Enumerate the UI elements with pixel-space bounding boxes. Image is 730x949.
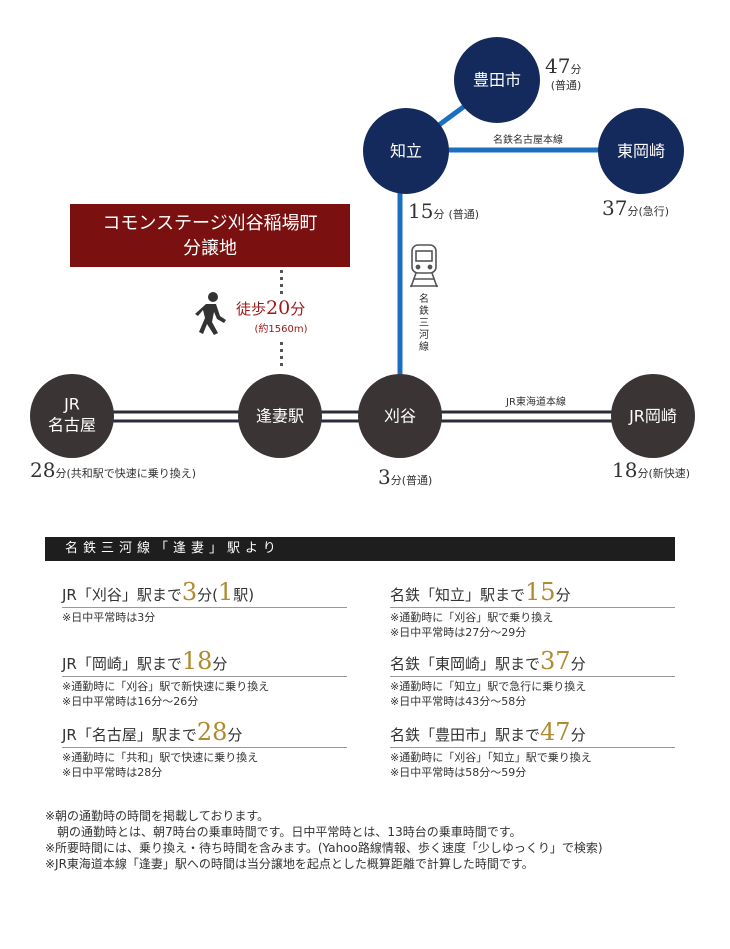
route-unit: 分 xyxy=(212,655,228,673)
section-title: 名鉄三河線「逢妻」駅より xyxy=(45,537,675,561)
route-note: ※通勤時に「刈谷」「知立」駅で乗り換え xyxy=(390,751,592,764)
svg-text:東岡崎: 東岡崎 xyxy=(617,142,665,161)
jr-tokaido-label: JR東海道本線 xyxy=(505,395,566,408)
footnote: ※所要時間には、乗り換え・待ち時間を含みます。(Yahoo路線情報、歩く速度「少… xyxy=(45,841,603,855)
route-heading: JR「刈谷」駅まで3分(1駅) xyxy=(62,578,347,608)
route-note: ※日中平常時は3分 xyxy=(62,611,156,624)
meitetsu-mikawa-char: 鉄 xyxy=(419,304,429,317)
station-okazaki: JR岡崎 xyxy=(611,374,695,458)
route-unit: 分 xyxy=(570,655,586,673)
time-nagoya: 28分(共和駅で快速に乗り換え) xyxy=(30,458,196,482)
route-note: ※日中平常時は27分～29分 xyxy=(390,626,527,639)
route-note: ※日中平常時は16分～26分 xyxy=(62,695,199,708)
route-note: ※通勤時に「知立」駅で急行に乗り換え xyxy=(390,680,587,693)
property-name: コモンステージ刈谷稲場町 xyxy=(102,212,318,234)
meitetsu-mikawa-char: 河 xyxy=(419,329,429,341)
route-prefix: 名鉄「豊田市」駅まで xyxy=(390,726,541,744)
station-toyotashi: 豊田市 xyxy=(454,37,540,123)
route-heading: JR「岡崎」駅まで18分 xyxy=(62,647,347,677)
walk-distance: (約1560m) xyxy=(255,322,308,335)
footnote: ※JR東海道本線「逢妻」駅への時間は当分譲地を起点とした概算距離で計算した時間で… xyxy=(45,857,534,871)
route-heading: 名鉄「豊田市」駅まで47分 xyxy=(390,718,675,748)
route-heading: 名鉄「東岡崎」駅まで37分 xyxy=(390,647,675,677)
route-unit: 分 xyxy=(570,726,586,744)
station-chiryu: 知立 xyxy=(363,108,449,194)
walk-path xyxy=(280,270,283,366)
station-higashiokazaki: 東岡崎 xyxy=(598,108,684,194)
route-unit: 分( xyxy=(197,586,218,604)
route-num: 15 xyxy=(525,578,556,606)
route-item: JR「岡崎」駅まで18分 ※通勤時に「刈谷」駅で新快速に乗り換え ※日中平常時は16… xyxy=(62,647,347,709)
route-note: ※日中平常時は28分 xyxy=(62,766,163,779)
svg-text:逢妻駅: 逢妻駅 xyxy=(256,407,304,426)
time-chiryu: 15分(普通) xyxy=(408,199,479,223)
route-item: JR「名古屋」駅まで28分 ※通勤時に「共和」駅で快速に乗り換え ※日中平常時は28… xyxy=(62,718,347,780)
route-prefix: 名鉄「知立」駅まで xyxy=(390,586,526,604)
route-suffix: 駅) xyxy=(233,586,255,604)
svg-text:名古屋: 名古屋 xyxy=(48,416,96,435)
route-item: 名鉄「知立」駅まで15分※通勤時に「刈谷」駅で乗り換え※日中平常時は27分～29… xyxy=(390,578,675,640)
route-num: 47 xyxy=(540,718,571,746)
meitetsu-mikawa-char: 三 xyxy=(419,318,429,329)
route-note: ※通勤時に「刈谷」駅で乗り換え xyxy=(390,611,554,624)
train-icon xyxy=(410,244,438,288)
time-kariya: 3分(普通) xyxy=(378,465,432,489)
svg-text:JR: JR xyxy=(63,395,80,414)
svg-text:知立: 知立 xyxy=(390,142,422,161)
footnotes: ※朝の通勤時の時間を掲載しております。 朝の通勤時とは、朝7時台の乗車時間です。… xyxy=(45,808,603,872)
footnote: 朝の通勤時とは、朝7時台の乗車時間です。日中平常時とは、13時台の乗車時間です。 xyxy=(45,825,522,839)
route-num: 3 xyxy=(181,578,198,606)
route-heading: JR「名古屋」駅まで28分 xyxy=(62,718,347,748)
route-prefix: 名鉄「東岡崎」駅まで xyxy=(390,655,541,673)
route-num: 37 xyxy=(540,647,571,675)
svg-text:JR岡崎: JR岡崎 xyxy=(628,407,677,426)
route-note: ※日中平常時は43分～58分 xyxy=(390,695,527,708)
property-label: コモンステージ刈谷稲場町 分譲地 xyxy=(70,204,350,267)
svg-text:刈谷: 刈谷 xyxy=(384,407,416,426)
route-unit: 分 xyxy=(555,586,571,604)
route-num2: 1 xyxy=(218,578,234,606)
meitetsu-mikawa-char: 線 xyxy=(419,340,429,353)
route-map: 名 鉄 三 河 線 JR東海道本線 名鉄名古屋本線 JR 名古屋 逢妻駅 刈谷 … xyxy=(30,37,695,489)
route-heading: 名鉄「知立」駅まで15分 xyxy=(390,578,675,608)
svg-text:豊田市: 豊田市 xyxy=(473,71,521,90)
station-aizuma: 逢妻駅 xyxy=(238,374,322,458)
footnote: ※朝の通勤時の時間を掲載しております。 xyxy=(45,809,270,823)
time-toyotashi-note: (普通) xyxy=(551,78,582,92)
route-note: ※日中平常時は58分～59分 xyxy=(390,766,527,779)
route-prefix: JR「岡崎」駅まで xyxy=(62,655,182,673)
meitetsu-mikawa-label: 名 鉄 三 河 線 xyxy=(419,292,429,353)
route-note: ※通勤時に「刈谷」駅で新快速に乗り換え xyxy=(62,680,270,693)
route-item: 名鉄「豊田市」駅まで47分 ※通勤時に「刈谷」「知立」駅で乗り換え ※日中平常時は5… xyxy=(390,718,675,780)
station-nagoya: JR 名古屋 xyxy=(30,374,114,458)
route-num: 28 xyxy=(196,718,228,746)
meitetsu-mikawa-char: 名 xyxy=(419,292,429,305)
property-subtitle: 分譲地 xyxy=(183,237,237,259)
time-higashiokazaki: 37分(急行) xyxy=(602,196,669,220)
route-unit: 分 xyxy=(227,726,243,744)
station-kariya: 刈谷 xyxy=(358,374,442,458)
time-okazaki: 18分(新快速) xyxy=(612,458,690,482)
route-item: 名鉄「東岡崎」駅まで37分 ※通勤時に「知立」駅で急行に乗り換え ※日中平常時は43… xyxy=(390,647,675,709)
route-note: ※通勤時に「共和」駅で快速に乗り換え xyxy=(62,751,259,764)
meitetsu-nagoya-label: 名鉄名古屋本線 xyxy=(493,133,563,146)
route-prefix: JR「刈谷」駅まで xyxy=(62,586,182,604)
walk-time: 徒歩20分 xyxy=(236,297,305,319)
route-prefix: JR「名古屋」駅まで xyxy=(62,726,197,744)
route-item: JR「刈谷」駅まで3分(1駅) ※日中平常時は3分 xyxy=(62,578,347,625)
route-num: 18 xyxy=(181,647,213,675)
walking-person-icon xyxy=(195,292,226,335)
time-toyotashi: 47分 xyxy=(545,54,581,78)
